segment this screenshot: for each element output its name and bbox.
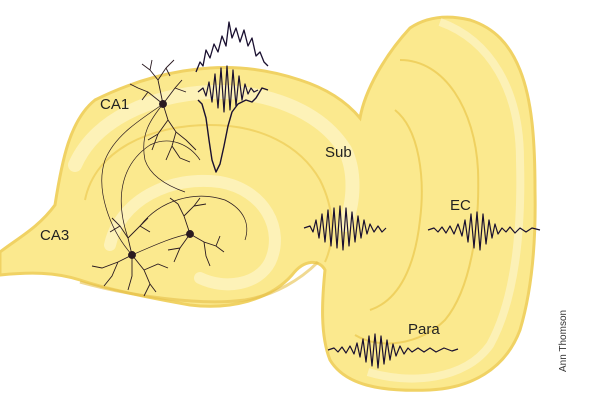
ca1-pyramidal-neuron [129,59,197,193]
granule-axon [131,233,191,256]
ca1-axon [143,103,186,193]
schaffer-collateral-2 [120,140,201,239]
cortex-band-outer [366,18,525,383]
ca1-field-traces [195,21,269,173]
label-sub: Sub [325,144,352,161]
label-ca1: CA1 [100,96,129,113]
hippocampal-fissure [84,123,333,263]
ca3-pyramidal-neuron [91,103,248,297]
dentate-granule-neuron [131,197,225,267]
label-ec: EC [450,197,471,214]
dentate-band [104,174,281,291]
pyramidal-layer-band [68,84,360,232]
schaffer-collateral-1 [101,103,164,256]
artist-credit: Ann Thomson [558,310,569,372]
label-ca3: CA3 [40,227,69,244]
parasubiculum-oscillation-trace [327,333,459,369]
ca1-ripple-trace [197,65,259,113]
ca1-envelope-trace [195,21,269,73]
entorhinal-oscillation-trace [427,211,541,251]
tissue-slice [0,15,537,392]
cortex-band-line [369,109,423,311]
ca1-sharp-wave-trace [197,87,269,173]
tissue-shadow-edge [79,260,320,304]
label-para: Para [408,321,440,338]
schaffer-collateral-3 [139,195,248,241]
subiculum-oscillation-trace [303,205,387,251]
